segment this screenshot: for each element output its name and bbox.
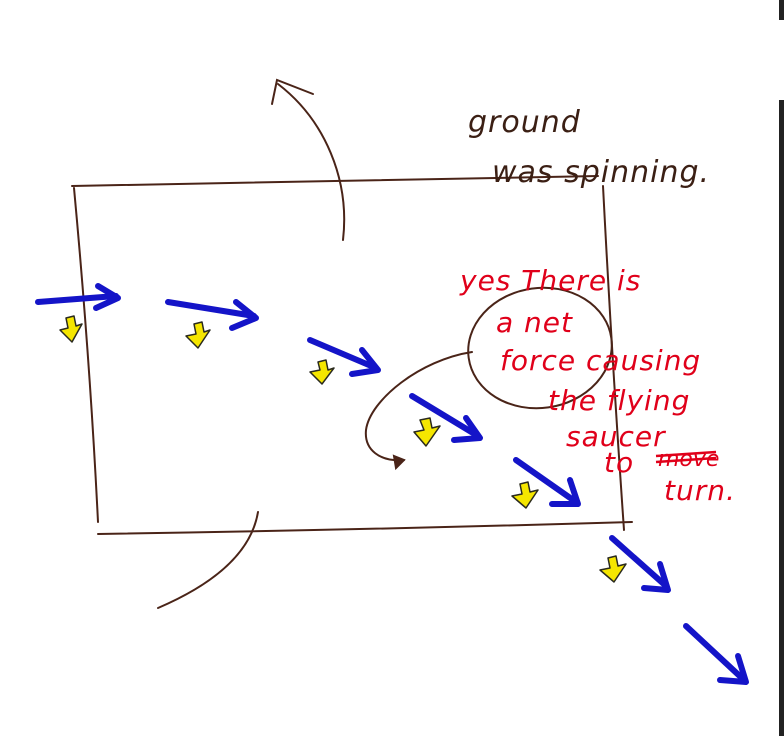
ground-frame bbox=[71, 175, 633, 535]
blue-velocity-arrow-icon bbox=[609, 535, 671, 593]
net-force-pointer bbox=[364, 351, 473, 462]
rotation-arrow-top bbox=[271, 78, 346, 241]
net-force-highlight bbox=[364, 286, 613, 471]
rotation-arrow-top-head bbox=[271, 78, 314, 105]
rotation-arrow-top-shaft bbox=[277, 83, 346, 241]
yellow-force-arrow-icon bbox=[511, 481, 539, 509]
frame-top-edge bbox=[71, 175, 599, 187]
yellow-force-arrow-icon bbox=[413, 417, 441, 447]
frame-right-edge bbox=[602, 185, 625, 531]
red-annotation-line1: yes There is bbox=[459, 264, 641, 297]
red-annotation-line4: the flying bbox=[548, 384, 690, 417]
ground-annotation-line1: ground bbox=[468, 105, 581, 140]
net-force-pointer-head bbox=[392, 454, 406, 471]
yellow-force-arrow-icon bbox=[309, 359, 335, 385]
blue-velocity-arrow-icon bbox=[165, 299, 259, 331]
frame-bottom-edge bbox=[97, 521, 633, 535]
strike-scribble bbox=[655, 450, 717, 464]
blue-velocity-arrow-icon bbox=[307, 337, 381, 377]
blue-velocity-arrow-icon bbox=[409, 393, 483, 443]
rotation-arrow-bottom bbox=[157, 511, 259, 609]
frame-left-edge bbox=[73, 187, 99, 523]
ground-annotation-line2: was spinning. bbox=[492, 155, 710, 190]
red-annotation-line5: saucer bbox=[566, 420, 666, 453]
scan-edge bbox=[779, 0, 784, 736]
scan-edge-gap bbox=[779, 20, 784, 100]
yellow-force-arrow-icon bbox=[185, 321, 211, 349]
red-annotation-line6: to bbox=[604, 446, 634, 479]
blue-velocity-arrow-icon bbox=[35, 283, 121, 311]
red-annotation-line2: a net bbox=[496, 306, 573, 339]
red-annotation-line3: force causing bbox=[500, 344, 701, 377]
yellow-force-arrow-icon bbox=[599, 555, 627, 583]
net-force-annotation: yes There is a net force causing the fly… bbox=[459, 264, 736, 507]
yellow-force-arrow-icon bbox=[59, 315, 83, 343]
ground-annotation: ground was spinning. bbox=[468, 105, 710, 190]
velocity-arrows bbox=[35, 283, 749, 685]
red-annotation-line7: turn. bbox=[664, 474, 736, 507]
force-arrows bbox=[59, 315, 627, 583]
blue-velocity-arrow-icon bbox=[513, 457, 581, 507]
net-force-circle bbox=[467, 286, 613, 410]
blue-velocity-arrow-icon bbox=[683, 623, 749, 685]
